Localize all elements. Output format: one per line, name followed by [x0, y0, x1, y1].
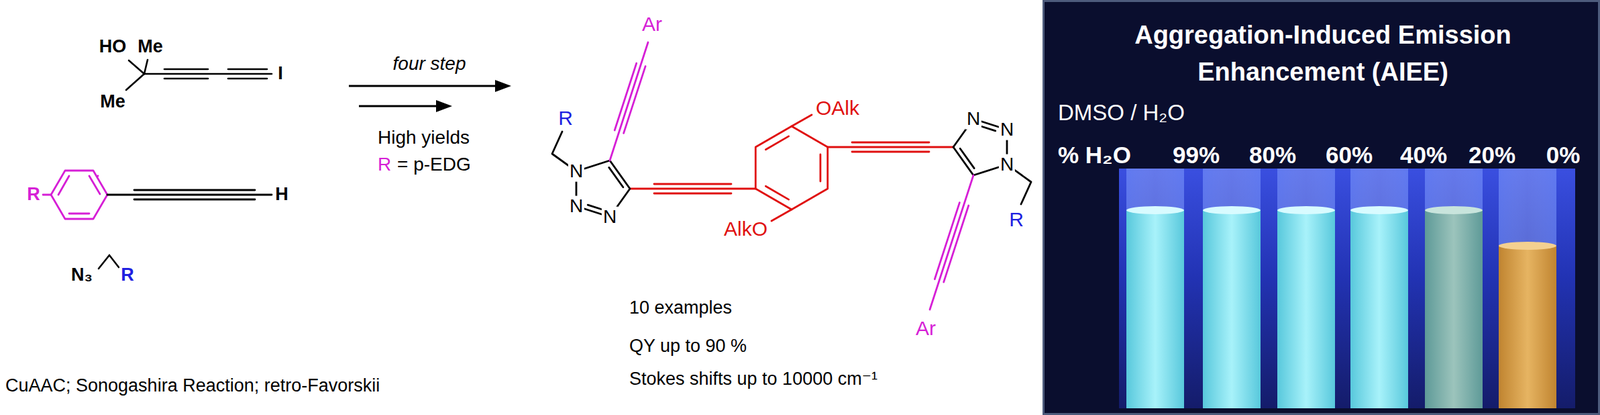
aiee-panel: Aggregation-Induced Emission Enhancement…	[1042, 0, 1600, 415]
atom-label: Ar	[640, 12, 664, 35]
atom-label: R	[25, 184, 42, 205]
reaction-condition: High yields	[377, 127, 470, 149]
water-percent: 40%	[1400, 141, 1448, 169]
atom-label: N	[568, 161, 585, 182]
atom-label: N	[998, 154, 1016, 176]
water-percent: 99%	[1172, 141, 1220, 169]
atom-label: AlkO	[722, 217, 769, 240]
reaction-arrows	[348, 79, 512, 113]
atom-label: N₃	[69, 264, 94, 286]
atom-label: R	[1007, 207, 1026, 231]
reaction-condition: = p-EDG	[397, 154, 471, 176]
atom-label: Me	[98, 91, 127, 113]
atom-label: I	[276, 63, 285, 84]
water-percent: 0%	[1546, 141, 1581, 169]
iododiyne-bonds	[126, 59, 272, 90]
azide-bonds	[98, 254, 119, 269]
atom-label: R	[556, 106, 575, 129]
property-note: 10 examples	[629, 297, 732, 318]
atom-label: H	[273, 184, 290, 205]
water-percent: 60%	[1325, 141, 1373, 169]
column-header: % H₂O	[1057, 141, 1132, 169]
atom-label: OAlk	[814, 96, 861, 119]
reaction-condition: R	[377, 154, 392, 176]
aryl-acetylene-bonds	[42, 170, 272, 219]
water-percent: 80%	[1249, 141, 1297, 169]
atom-label: N	[568, 195, 585, 217]
atom-label: N	[998, 119, 1016, 141]
atom-label: Ar	[914, 316, 938, 339]
atom-label: N	[601, 206, 618, 228]
atom-label: Me	[136, 36, 165, 58]
property-note: QY up to 90 %	[629, 336, 747, 357]
panel-title: Aggregation-Induced Emission Enhancement…	[1101, 16, 1545, 91]
water-percent: 20%	[1468, 141, 1516, 169]
reaction-condition: four step	[393, 53, 467, 75]
property-note: Stokes shifts up to 10000 cm⁻¹	[629, 368, 878, 390]
aiee-photo	[1042, 0, 1600, 415]
product-bonds	[552, 42, 1032, 310]
atom-label: N	[965, 108, 982, 130]
solvent-label: DMSO / H₂O	[1057, 99, 1185, 126]
method-list: CuAAC; Sonogashira Reaction; retro-Favor…	[5, 375, 380, 396]
atom-label: HO	[97, 36, 129, 58]
atom-label: R	[119, 264, 136, 286]
